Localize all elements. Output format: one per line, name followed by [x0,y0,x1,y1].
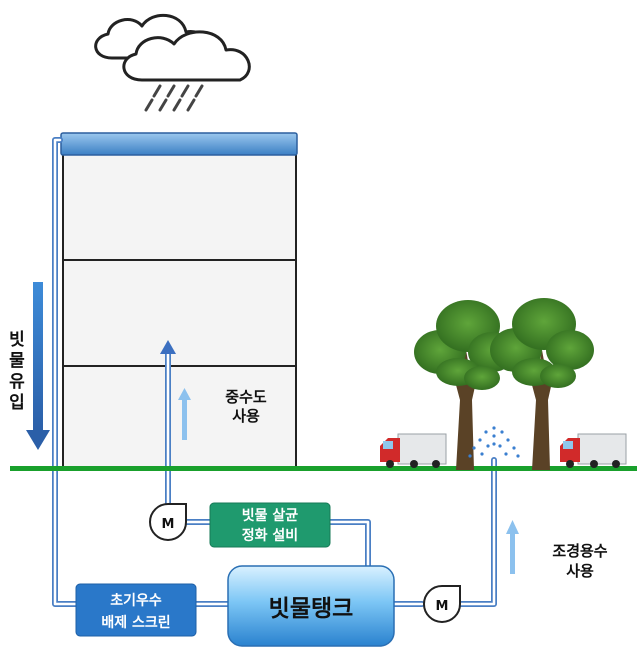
rain-inflow-label: 빗 물 유 입 [9,330,25,413]
motor-pump-icon: M [149,503,187,541]
svg-text:사용: 사용 [232,407,260,425]
motor-pump-icon: M [423,585,461,623]
svg-text:빗물 살균: 빗물 살균 [242,507,299,524]
landscape-up-arrow [506,520,519,574]
tree-icon [414,300,516,470]
building [60,132,298,469]
svg-text:빗물탱크: 빗물탱크 [269,596,354,622]
rainwater-tank: 빗물탱크 [227,565,395,647]
svg-text:M: M [162,517,175,532]
landscape-use-label: 조경용수 사용 [552,542,607,580]
svg-text:입: 입 [9,393,25,413]
truck-icon [380,433,447,468]
truck-icon [560,433,627,468]
svg-text:유: 유 [9,372,25,392]
pipes [52,137,497,607]
svg-text:빗: 빗 [9,330,25,350]
sterilization-box: 빗물 살균 정화 설비 [209,502,331,548]
first-flush-screen-box: 초기우수 배제 스크린 [75,583,197,637]
svg-text:중수도: 중수도 [225,388,267,406]
svg-text:M: M [436,599,449,614]
svg-text:조경용수: 조경용수 [552,542,607,560]
svg-text:정화 설비: 정화 설비 [242,527,298,544]
cloud-rain-icon [94,13,251,112]
graywater-up-arrow [178,388,191,440]
roof [60,132,298,156]
supply-arrowhead [160,340,176,354]
ground-line [10,466,637,471]
svg-text:물: 물 [9,351,25,371]
graywater-use-label: 중수도 사용 [225,388,267,425]
svg-text:초기우수: 초기우수 [110,593,162,609]
svg-text:배제 스크린: 배제 스크린 [101,614,170,631]
rain-inflow-arrow [26,282,50,450]
svg-text:사용: 사용 [566,562,594,580]
sprinkler-icon [468,426,520,458]
tree-icon [490,298,594,470]
